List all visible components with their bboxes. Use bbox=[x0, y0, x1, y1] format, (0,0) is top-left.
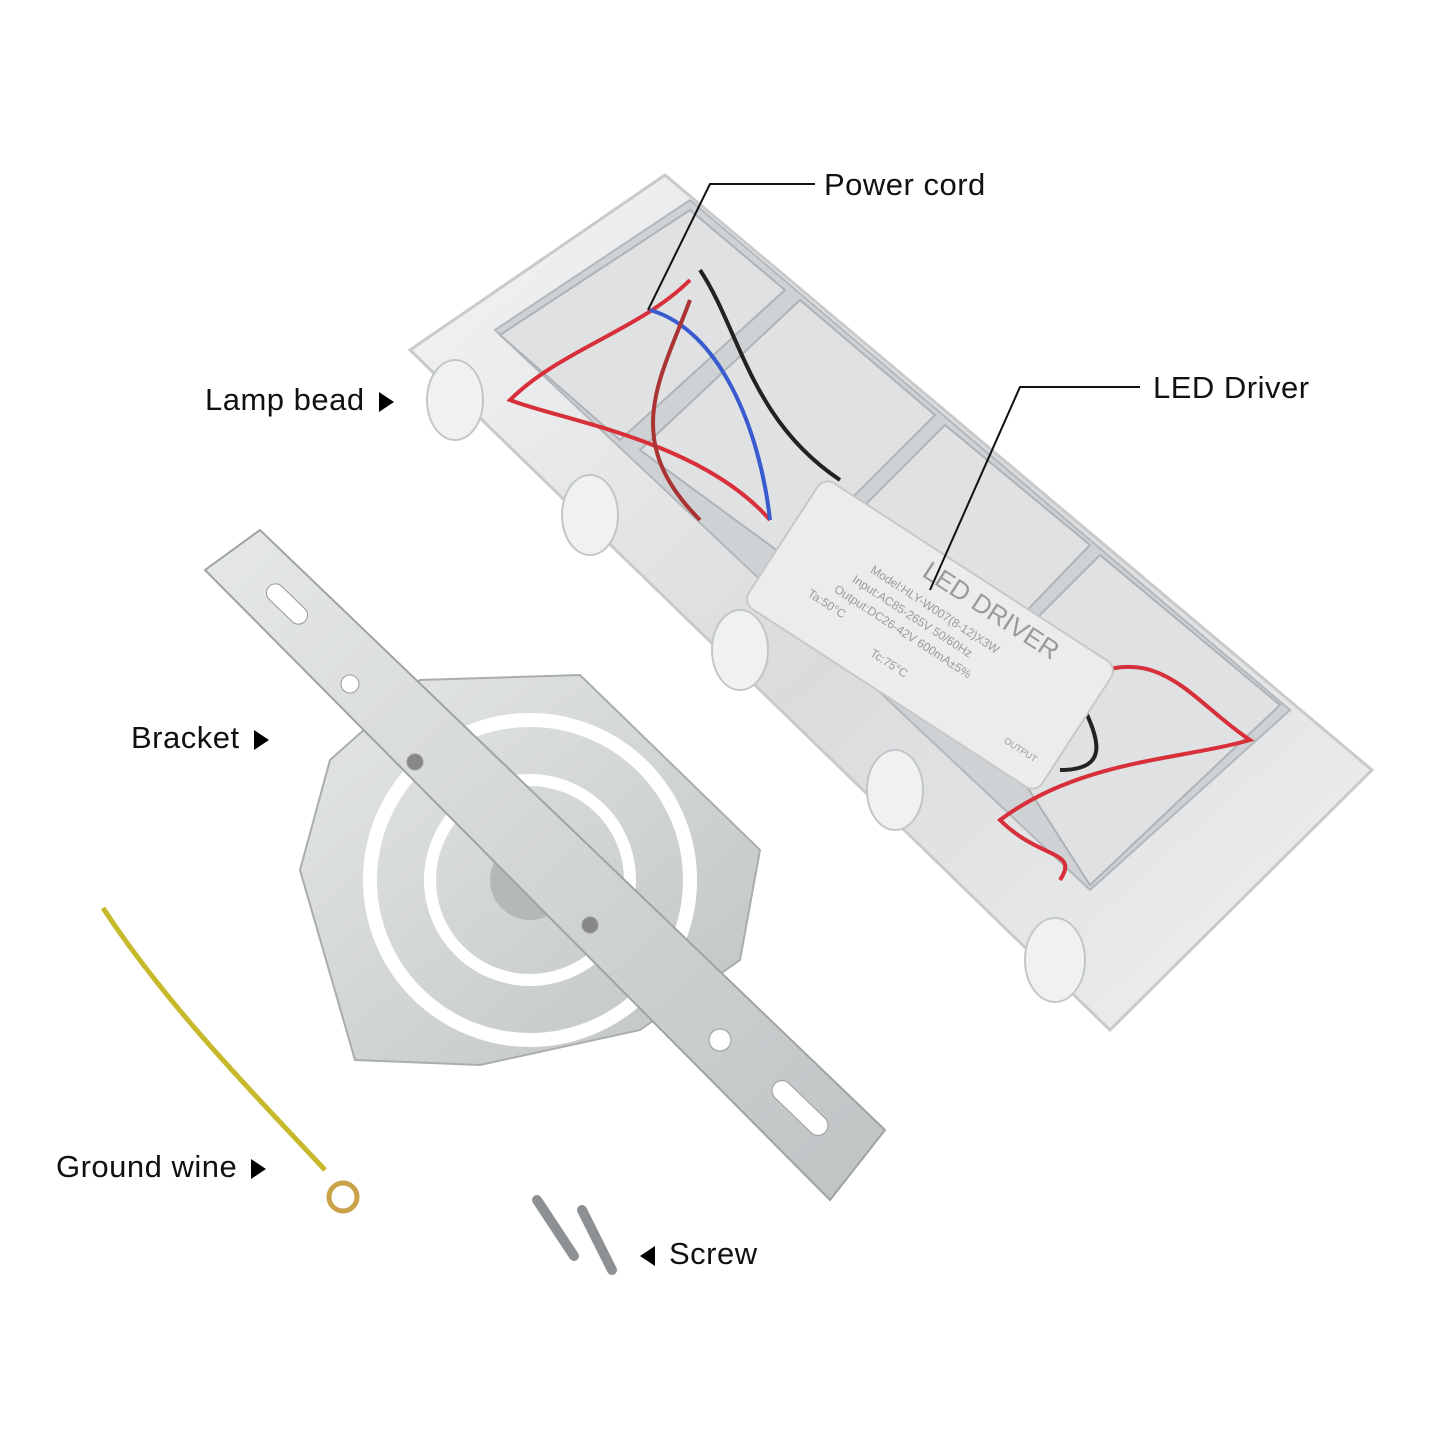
lamp-beads bbox=[426, 359, 1086, 1003]
label-lamp-bead: Lamp bead bbox=[205, 382, 394, 418]
arrow-right-icon bbox=[378, 391, 394, 412]
arrow-right-icon bbox=[253, 729, 269, 750]
label-screw: Screw bbox=[640, 1236, 758, 1272]
ground-wire bbox=[100, 906, 360, 1214]
label-lamp-bead-text: Lamp bead bbox=[205, 382, 365, 417]
leader-lines bbox=[647, 183, 1140, 591]
label-screw-text: Screw bbox=[669, 1236, 758, 1271]
label-led-driver: LED Driver bbox=[1153, 370, 1310, 405]
label-ground-wire: Ground wine bbox=[56, 1149, 267, 1185]
label-bracket-text: Bracket bbox=[131, 720, 240, 755]
label-power-cord: Power cord bbox=[824, 167, 986, 202]
label-ground-wire-text: Ground wine bbox=[56, 1149, 238, 1184]
bracket bbox=[203, 528, 887, 1202]
power-cord-wires bbox=[506, 268, 1255, 882]
screws bbox=[532, 1195, 617, 1275]
arrow-right-icon bbox=[251, 1158, 267, 1179]
label-bracket: Bracket bbox=[131, 720, 269, 756]
arrow-left-icon bbox=[640, 1245, 655, 1266]
